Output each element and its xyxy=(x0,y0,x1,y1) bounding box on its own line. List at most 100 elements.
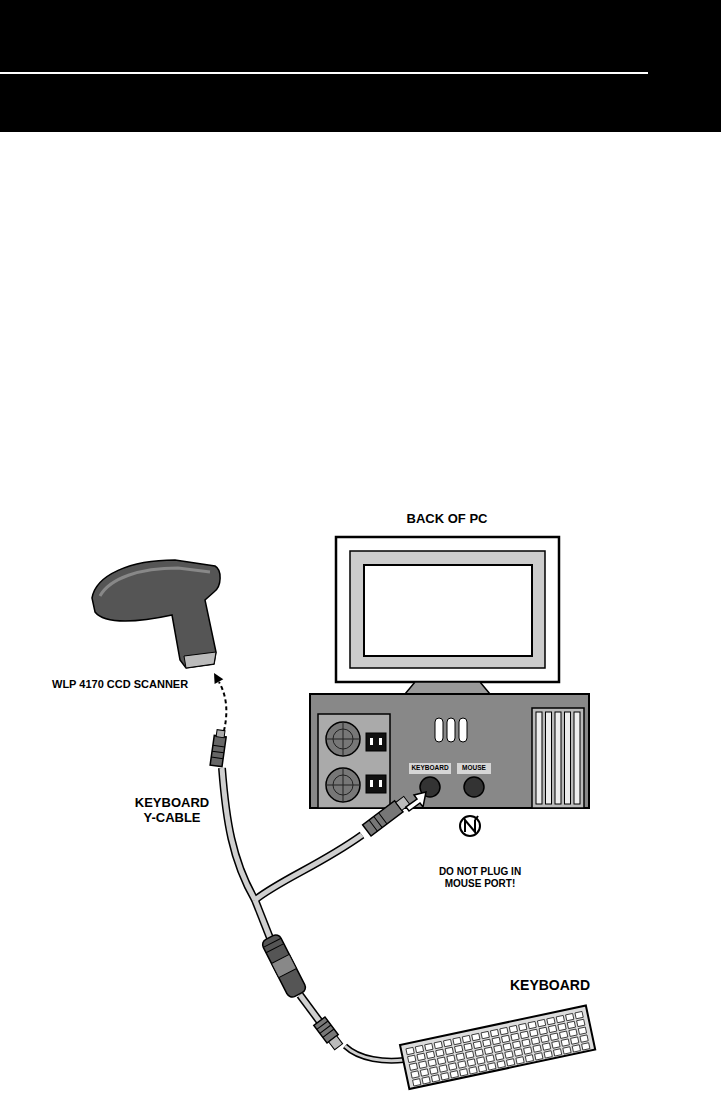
keyboard-key xyxy=(464,1043,472,1050)
pc-case-part xyxy=(447,718,455,742)
keyboard-key xyxy=(443,1039,451,1046)
keyboard-key xyxy=(492,1037,500,1044)
keyboard-key xyxy=(431,1075,439,1082)
device-label: WLP 4170 CCD SCANNER xyxy=(52,678,222,691)
keyboard-key xyxy=(506,1059,514,1066)
keyboard-key xyxy=(514,1049,522,1056)
keyboard-key xyxy=(411,1071,419,1078)
keyboard-key xyxy=(577,1019,585,1026)
keyboard-key xyxy=(466,1051,474,1058)
keyboard-key xyxy=(486,1055,494,1062)
keyboard-key xyxy=(580,1035,588,1042)
y-cable-part xyxy=(345,1046,404,1061)
keyboard-key xyxy=(448,1063,456,1070)
keyboard-key xyxy=(453,1037,461,1044)
keyboard-key xyxy=(550,1033,558,1040)
keyboard-key xyxy=(437,1057,445,1064)
scanner-part xyxy=(184,652,216,668)
y-cable-part xyxy=(222,768,255,900)
keyboard-key xyxy=(436,1049,444,1056)
y-cable-part-part xyxy=(317,1021,334,1037)
y-cable-part xyxy=(255,835,362,900)
keyboard-key xyxy=(408,1055,416,1062)
no-symbol-part xyxy=(460,816,480,836)
keyboard-key xyxy=(441,1073,449,1080)
keyboard-key xyxy=(494,1045,502,1052)
keyboard-key xyxy=(522,1039,530,1046)
keyboard-key xyxy=(553,1049,561,1056)
keyboard-key xyxy=(462,1035,470,1042)
keyboard-key xyxy=(473,1041,481,1048)
keyboard-key xyxy=(478,1065,486,1072)
keyboard-key xyxy=(561,1039,569,1046)
keyboard-key xyxy=(483,1039,491,1046)
y-cable-part xyxy=(261,933,308,999)
scanner-arrow-part xyxy=(214,673,223,684)
pc-case-part xyxy=(532,708,584,808)
keyboard-key xyxy=(533,1045,541,1052)
pc-case-part xyxy=(536,712,542,804)
scanner-part xyxy=(92,560,220,668)
y-cable-part-part xyxy=(363,801,403,836)
keyboard-key xyxy=(426,1051,434,1058)
no-symbol xyxy=(460,816,480,836)
monitor-part xyxy=(405,682,490,694)
keyboard-key xyxy=(525,1055,533,1062)
header-bar-part xyxy=(0,72,648,74)
y-cable-part xyxy=(363,795,411,836)
pc-case-part xyxy=(546,712,552,804)
keyboard-key xyxy=(488,1063,496,1070)
y-cable-part xyxy=(222,768,255,900)
monitor-part xyxy=(336,537,559,682)
y-cable-part xyxy=(345,1046,404,1061)
y-cable-part-part xyxy=(329,1036,343,1050)
pc-case-part xyxy=(326,722,360,756)
warning-note: DO NOT PLUG IN MOUSE PORT! xyxy=(434,866,526,889)
cable-label: KEYBOARD Y-CABLE xyxy=(130,796,214,826)
keyboard-key xyxy=(472,1033,480,1040)
keyboard-key xyxy=(490,1029,498,1036)
scanner-part xyxy=(100,568,210,596)
keyboard-key xyxy=(567,1021,575,1028)
keyboard-key xyxy=(428,1059,436,1066)
keyboard-key xyxy=(415,1045,423,1052)
no-symbol-part xyxy=(465,820,475,832)
keyboard-key xyxy=(563,1047,571,1054)
keyboard-key xyxy=(548,1025,556,1032)
keyboard-key xyxy=(520,1031,528,1038)
keyboard-key xyxy=(413,1079,421,1086)
keyboard-key xyxy=(450,1071,458,1078)
keyboard-key xyxy=(552,1041,560,1048)
pc-case-part xyxy=(370,738,373,745)
keyboard-key xyxy=(531,1037,539,1044)
keyboard-key xyxy=(509,1025,517,1032)
pc-case-part xyxy=(565,712,571,804)
scanner xyxy=(92,560,220,668)
keyboard-key xyxy=(542,1043,550,1050)
keyboard-key xyxy=(475,1049,483,1056)
pc-case-part xyxy=(366,733,386,751)
keyboard-key xyxy=(572,1045,580,1052)
keyboard-key xyxy=(456,1053,464,1060)
keyboard-key xyxy=(578,1027,586,1034)
keyboard-key xyxy=(458,1061,466,1068)
keyboard-key xyxy=(497,1061,505,1068)
keyboard-key xyxy=(530,1029,538,1036)
monitor xyxy=(336,537,559,694)
keyboard-key xyxy=(539,1027,547,1034)
y-cable-part-part xyxy=(369,813,387,831)
keyboard-key xyxy=(516,1057,524,1064)
y-cable-part-part xyxy=(210,735,226,766)
keyboard-key xyxy=(528,1021,536,1028)
keyboard-key xyxy=(477,1057,485,1064)
no-symbol-part xyxy=(475,816,478,820)
pc-case-part xyxy=(326,768,360,802)
scanner-arrow xyxy=(214,673,226,738)
pc-case-part xyxy=(318,714,390,808)
keyboard-key xyxy=(547,1017,555,1024)
monitor-part xyxy=(364,565,532,656)
pc-case-part xyxy=(379,738,382,745)
keyboard-key xyxy=(560,1031,568,1038)
y-cable-part xyxy=(255,835,362,900)
keyboard-key xyxy=(511,1033,519,1040)
